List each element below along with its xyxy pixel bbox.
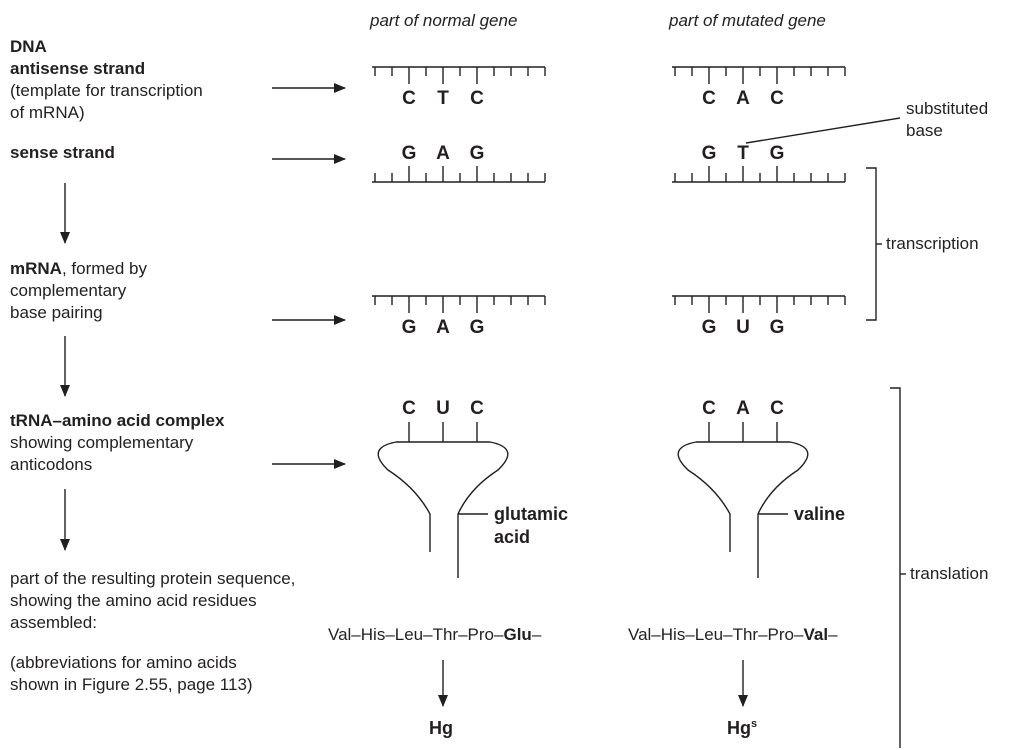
mutated-seq-changed: Val (803, 625, 829, 644)
translation-bracket (890, 387, 901, 748)
mutated-protein-sequence: Val–His–Leu–Thr–Pro–Val– (628, 624, 838, 646)
label-abbrev-2: shown in Figure 2.55, page 113) (10, 675, 253, 694)
label-antisense-note-1: (template for transcription (10, 81, 203, 100)
header-normal-gene: part of normal gene (370, 11, 518, 30)
label-mrna-bold: mRNA (10, 259, 62, 278)
mutated-anticodon-base-3: C (770, 398, 784, 419)
normal-seq-prefix: Val–His–Leu–Thr–Pro– (328, 625, 504, 644)
normal-protein-hg: Hg (429, 718, 453, 739)
mutated-sense-base-2: T (737, 143, 749, 164)
mutated-antisense-base-1: C (702, 88, 716, 109)
mutated-antisense-base-3: C (770, 88, 784, 109)
normal-mrna-base-3: G (469, 317, 485, 338)
label-antisense-note-2: of mRNA) (10, 103, 85, 122)
normal-amino-acid-2: acid (494, 527, 531, 547)
normal-sense-strand (372, 166, 546, 183)
mutated-sense-base-1: G (701, 143, 717, 164)
mutated-mrna-base-1: G (701, 317, 717, 338)
label-sense-strand: sense strand (10, 143, 115, 162)
mutated-seq-prefix: Val–His–Leu–Thr–Pro– (628, 625, 804, 644)
label-protein-3: assembled: (10, 613, 97, 632)
normal-antisense-base-1: C (402, 88, 416, 109)
translation-label: translation (910, 564, 989, 583)
normal-antisense-base-2: T (437, 88, 449, 109)
normal-sense-base-2: A (436, 143, 450, 164)
normal-trna-shape (377, 422, 509, 578)
substituted-base-label-2: base (906, 121, 943, 140)
mutated-anticodon-base-2: A (736, 398, 750, 419)
normal-protein-sequence: Val–His–Leu–Thr–Pro–Glu– (328, 624, 541, 646)
normal-sense-base-1: G (401, 143, 417, 164)
label-protein-2: showing the amino acid residues (10, 591, 257, 610)
substituted-base-label-1: substituted (906, 99, 989, 118)
mutated-anticodon-base-1: C (702, 398, 716, 419)
normal-mrna-base-1: G (401, 317, 417, 338)
mutated-hg-sup: s (751, 718, 758, 730)
normal-sense-base-3: G (469, 143, 485, 164)
substituted-base-pointer (745, 117, 901, 144)
label-antisense-strand: antisense strand (10, 59, 146, 78)
label-trna-3: anticodons (10, 455, 93, 474)
normal-amino-acid-1: glutamic (494, 504, 569, 524)
normal-antisense-base-3: C (470, 88, 484, 109)
label-trna-complex: tRNA–amino acid complex (10, 411, 225, 430)
label-mrna-3: base pairing (10, 303, 103, 322)
mutated-amino-acid: valine (794, 504, 846, 524)
label-abbrev-1: (abbreviations for amino acids (10, 653, 237, 672)
normal-seq-suffix: – (531, 625, 542, 644)
mutated-seq-suffix: – (828, 625, 838, 644)
mutated-mrna-base-2: U (736, 317, 750, 338)
normal-mrna-base-2: A (436, 317, 450, 338)
label-trna-2: showing complementary (10, 433, 194, 452)
mutated-hg-text: Hg (727, 718, 751, 738)
mutated-sense-strand (672, 166, 846, 183)
mutated-trna-shape (677, 422, 809, 578)
normal-hg-text: Hg (429, 718, 453, 738)
mutated-antisense-strand (672, 66, 846, 84)
mutated-sense-base-3: G (769, 143, 785, 164)
normal-seq-changed: Glu (503, 625, 532, 644)
normal-anticodon-base-1: C (402, 398, 416, 419)
label-mrna-rest: , formed by (61, 259, 147, 278)
transcription-bracket (866, 167, 877, 321)
mutated-mrna-strand (672, 295, 846, 313)
mutated-mrna-base-3: G (769, 317, 785, 338)
label-mrna-2: complementary (10, 281, 127, 300)
normal-antisense-strand (372, 66, 546, 84)
mutated-antisense-base-2: A (736, 88, 750, 109)
label-dna: DNA (10, 37, 47, 56)
normal-mrna-strand (372, 295, 546, 313)
label-protein-1: part of the resulting protein sequence, (10, 569, 296, 588)
label-mrna: mRNA, formed by (10, 258, 147, 280)
mutated-protein-hgs: Hgs (727, 718, 757, 739)
header-mutated-gene: part of mutated gene (669, 11, 826, 30)
transcription-label: transcription (886, 234, 979, 253)
normal-anticodon-base-3: C (470, 398, 484, 419)
normal-anticodon-base-2: U (436, 398, 450, 419)
